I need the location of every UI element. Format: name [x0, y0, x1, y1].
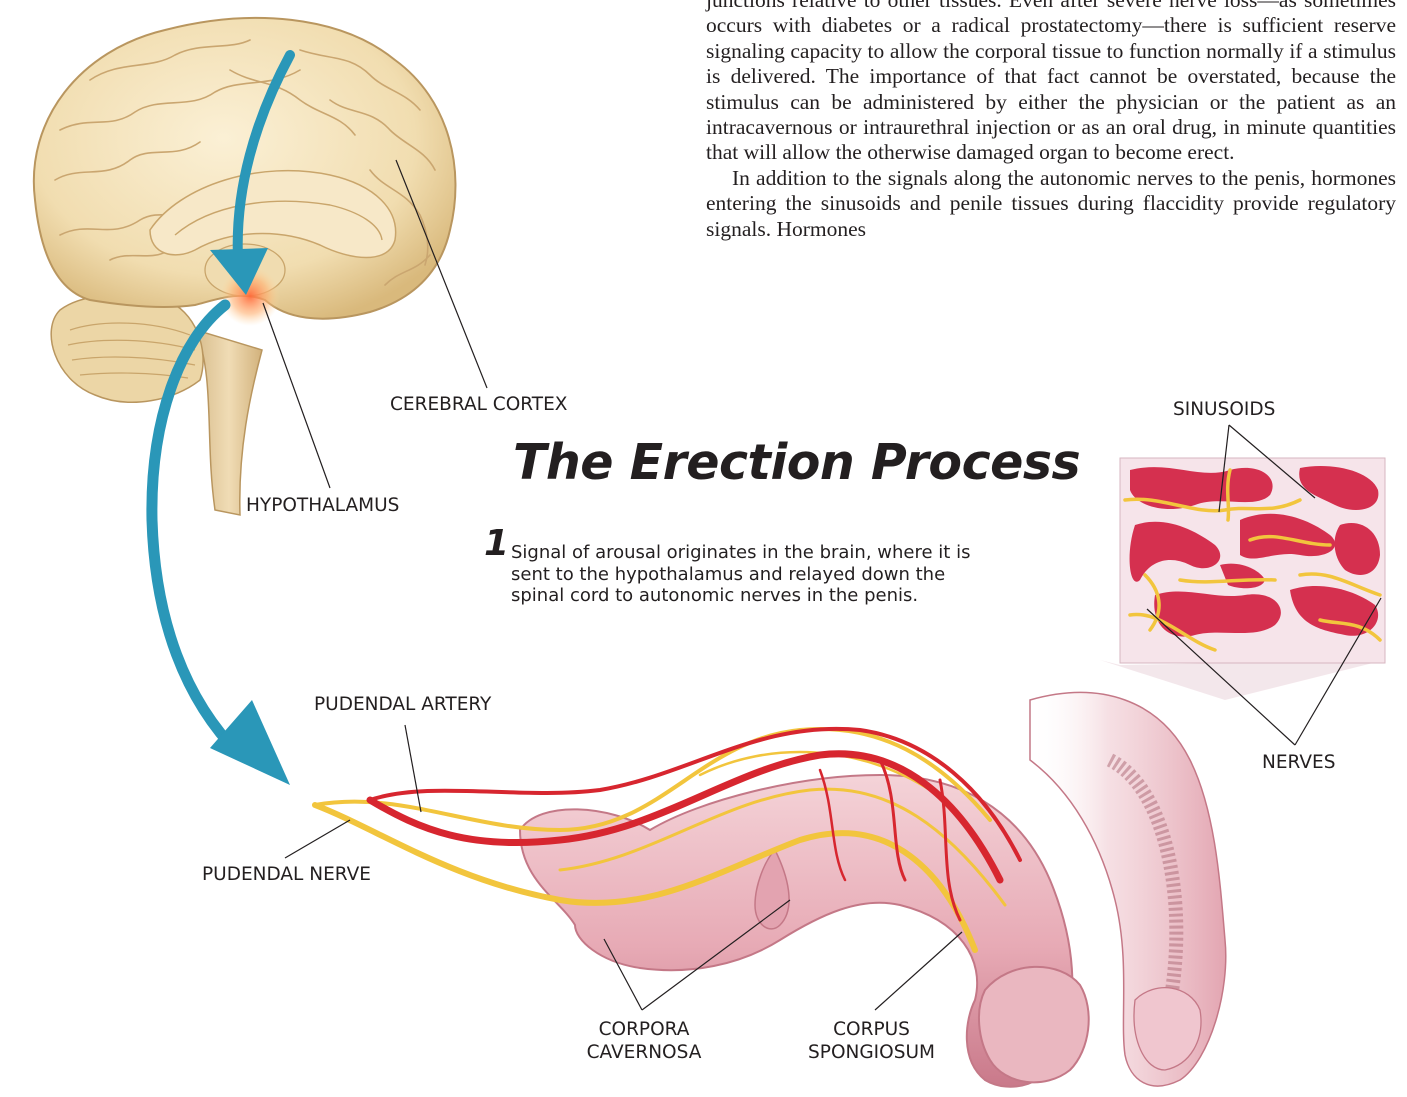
- label-corpus-spongiosum-line1: CORPUS: [794, 1018, 949, 1041]
- label-corpus-spongiosum-line2: SPONGIOSUM: [794, 1041, 949, 1064]
- label-pudendal-nerve: PUDENDAL NERVE: [202, 863, 371, 886]
- label-sinusoids: SINUSOIDS: [1173, 398, 1275, 421]
- label-corpora-cavernosa-line2: CAVERNOSA: [570, 1041, 718, 1064]
- step-number: 1: [484, 524, 509, 564]
- cerebellum: [51, 295, 203, 402]
- step-description: Signal of arousal originates in the brai…: [511, 542, 991, 607]
- article-body: junctions relative to other tissues. Eve…: [706, 0, 1396, 242]
- label-hypothalamus: HYPOTHALAMUS: [246, 494, 399, 517]
- article-paragraph: In addition to the signals along the aut…: [706, 166, 1396, 242]
- glans: [979, 967, 1089, 1083]
- label-cerebral-cortex: CEREBRAL CORTEX: [390, 393, 567, 416]
- label-corpus-spongiosum: CORPUS SPONGIOSUM: [794, 1018, 949, 1064]
- article-paragraph: junctions relative to other tissues. Eve…: [706, 0, 1396, 166]
- label-corpora-cavernosa: CORPORA CAVERNOSA: [570, 1018, 718, 1064]
- label-corpora-cavernosa-line1: CORPORA: [570, 1018, 718, 1041]
- brain-stem: [196, 330, 262, 515]
- label-pudendal-artery: PUDENDAL ARTERY: [314, 693, 491, 716]
- penis-illustration: [315, 693, 1226, 1087]
- figure-title: The Erection Process: [513, 434, 1080, 491]
- label-nerves: NERVES: [1262, 751, 1335, 774]
